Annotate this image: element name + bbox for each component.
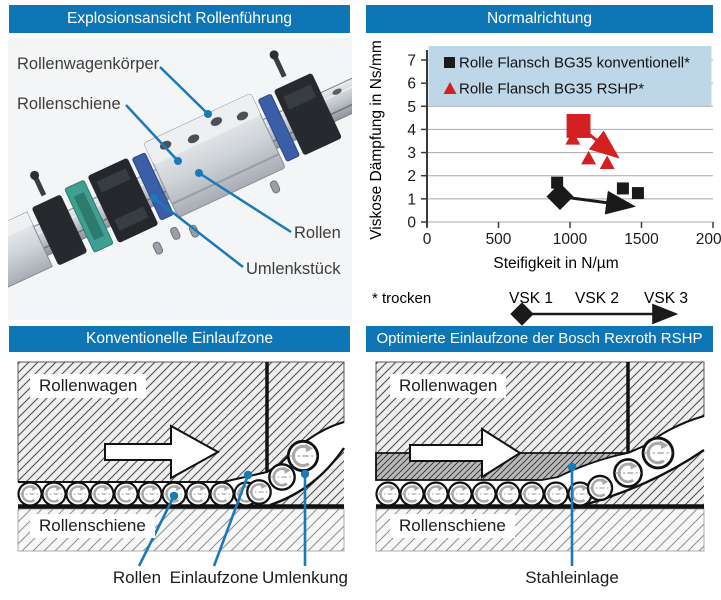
rail-end-cap xyxy=(32,195,87,265)
svg-text:1500: 1500 xyxy=(624,231,659,248)
svg-text:2: 2 xyxy=(407,168,416,185)
optimized-entry-zone-panel: Rollenwagen Rollenschiene Stahleinlage xyxy=(366,356,713,600)
mounting-block xyxy=(8,211,53,296)
motion-direction-arrow xyxy=(104,424,221,480)
svg-text:0: 0 xyxy=(423,231,432,248)
header-conventional-entry-zone: Konventionelle Einlaufzone xyxy=(9,326,350,352)
svg-text:5: 5 xyxy=(407,99,416,116)
label-conv-carriage: Rollenwagen xyxy=(30,374,147,398)
svg-text:Rolle Flansch BG35 konventione: Rolle Flansch BG35 konventionell* xyxy=(459,55,690,72)
label-carriage-body: Rollenwagenkörper xyxy=(17,55,160,73)
damping-stiffness-chart: 0 1 2 3 4 5 6 7 0 500 1000 1500 2000 Rolle Flansch BG… xyxy=(360,36,721,326)
vsk1-label: VSK 1 xyxy=(509,290,553,307)
exploded-view-panel: Rollenwagenkörper Rollenschiene Rollen U… xyxy=(8,38,352,320)
label-rail: Rollenschiene xyxy=(17,95,121,113)
svg-text:Rolle Flansch BG35 RSHP*: Rolle Flansch BG35 RSHP* xyxy=(459,81,644,98)
y-axis-title: Viskose Dämpfung in Ns/mm xyxy=(368,40,385,240)
header-optimized-entry-zone: Optimierte Einlaufzone der Bosch Rexroth… xyxy=(366,326,713,352)
header-normal-direction: Normalrichtung xyxy=(366,5,713,33)
callout-umlenkung: Umlenkung xyxy=(262,568,348,587)
callout-dots xyxy=(169,469,310,501)
deflection-housing xyxy=(584,450,704,507)
callout-stahleinlage: Stahleinlage xyxy=(525,568,619,587)
label-deflector: Umlenkstück xyxy=(246,260,341,278)
callout-einlaufzone: Einlaufzone xyxy=(169,568,259,587)
svg-text:2000: 2000 xyxy=(696,231,721,248)
exploded-view-illustration xyxy=(8,50,352,296)
svg-text:1: 1 xyxy=(407,191,416,208)
label-rollers: Rollen xyxy=(294,224,341,242)
callout-dot xyxy=(567,462,577,472)
vsk2-label: VSK 2 xyxy=(575,290,619,307)
deflection-housing xyxy=(270,448,344,507)
blue-plate-far xyxy=(258,94,300,162)
conventional-entry-zone-panel: Rollenwagen Rollenschiene Rollen Einlauf… xyxy=(8,356,352,600)
svg-text:6: 6 xyxy=(407,76,416,93)
vsk3-label: VSK 3 xyxy=(644,290,688,307)
svg-text:1000: 1000 xyxy=(553,231,588,248)
footnote-trocken: * trocken xyxy=(372,290,431,307)
label-opt-carriage: Rollenwagen xyxy=(390,374,507,398)
x-axis-title: Steifigkeit in N/µm xyxy=(493,255,618,272)
blue-plate xyxy=(132,152,174,221)
svg-text:4: 4 xyxy=(407,122,416,139)
motion-direction-arrow xyxy=(409,427,522,479)
svg-text:500: 500 xyxy=(486,231,512,248)
chart-canvas: 0 1 2 3 4 5 6 7 0 500 1000 1500 2000 Rolle Flansch BG… xyxy=(368,40,721,326)
guide-rail-assembly xyxy=(8,50,352,296)
label-conv-rail: Rollenschiene xyxy=(30,514,155,538)
leader-dots xyxy=(150,110,212,202)
callout-leaders xyxy=(137,474,307,567)
header-exploded-view: Explosionsansicht Rollenführung xyxy=(9,5,350,33)
svg-text:7: 7 xyxy=(407,53,416,70)
callout-rollen: Rollen xyxy=(112,568,162,587)
svg-text:3: 3 xyxy=(407,145,416,162)
leader-lines xyxy=(125,66,292,268)
label-opt-rail: Rollenschiene xyxy=(390,514,515,538)
svg-text:0: 0 xyxy=(407,215,416,232)
